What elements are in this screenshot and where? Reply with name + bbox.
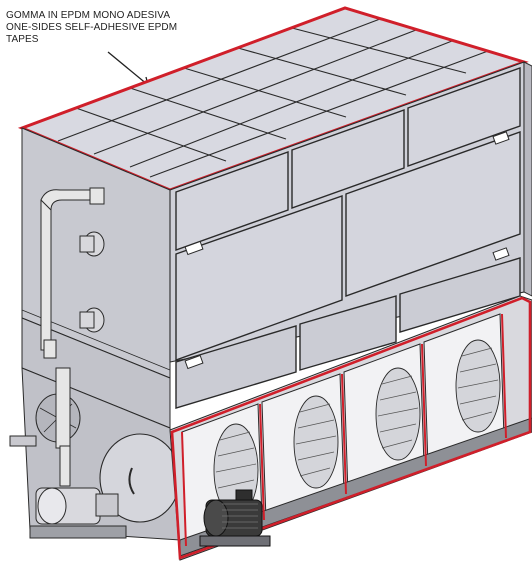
epdm-tape-annotation: GOMMA IN EPDM MONO ADESIVA ONE-SIDES SEL… <box>6 10 177 46</box>
annotation-line-2: ONE-SIDES SELF-ADHESIVE EPDM <box>6 22 178 33</box>
pump-motor-icon <box>9 435 127 539</box>
pointer-arrow-icon <box>107 51 149 86</box>
pipe-nozzles <box>79 231 105 333</box>
fan-motor-icon <box>199 489 271 547</box>
annotation-line-1: GOMMA IN EPDM MONO ADESIVA <box>6 10 171 21</box>
annotation-line-3: TAPES <box>6 34 39 45</box>
water-pipe <box>40 187 105 487</box>
front-upper-panels <box>169 61 532 409</box>
epdm-tape-fan-border <box>170 296 532 560</box>
